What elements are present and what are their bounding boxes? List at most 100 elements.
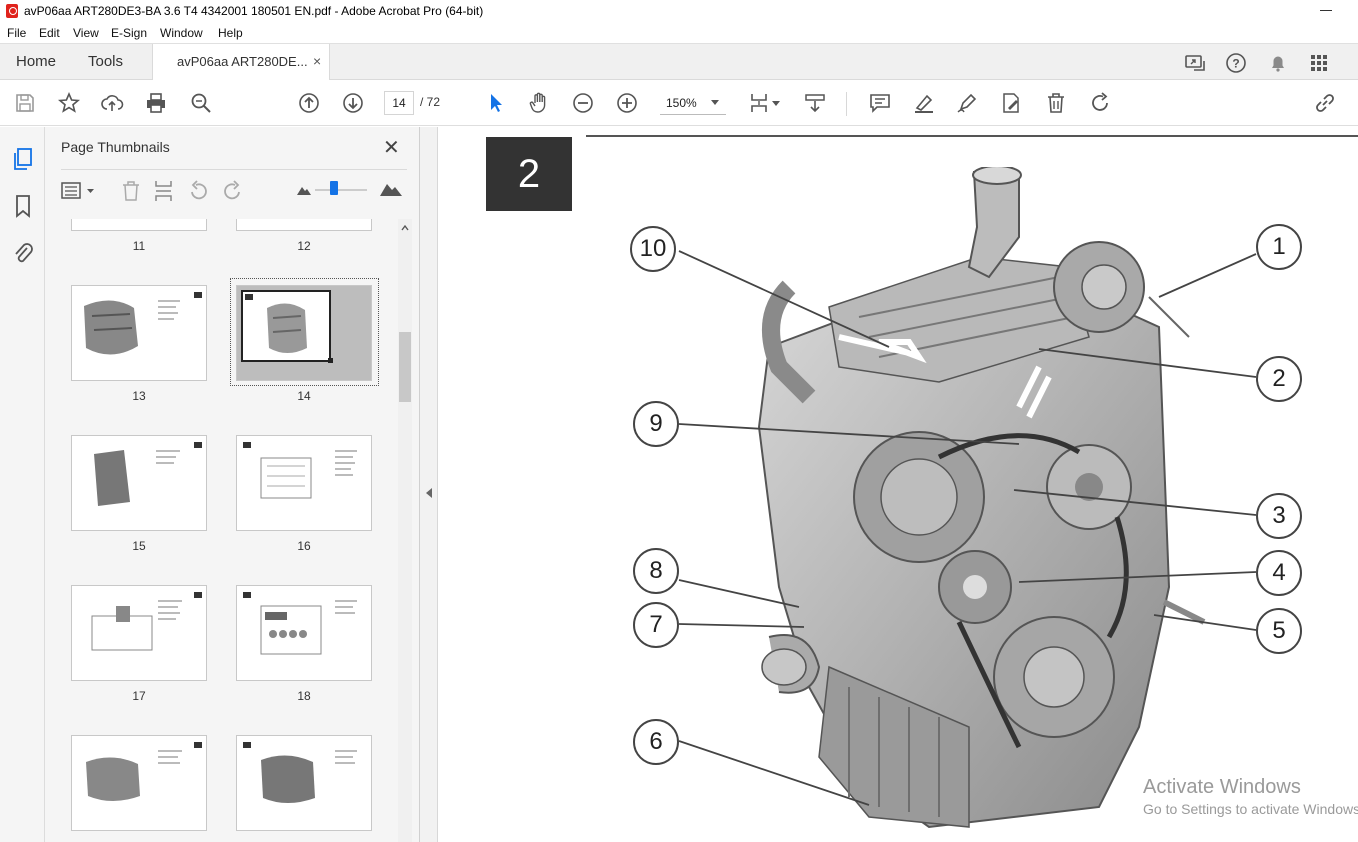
chevron-down-icon[interactable] xyxy=(711,100,719,105)
scroll-mode-icon[interactable] xyxy=(803,91,827,115)
select-cursor-icon[interactable] xyxy=(484,91,508,115)
delete-trash-icon[interactable] xyxy=(1044,91,1068,115)
draw-pen-icon[interactable] xyxy=(955,91,979,115)
activate-windows-subtitle: Go to Settings to activate Windows. xyxy=(1143,801,1358,817)
callout-3: 3 xyxy=(1256,493,1302,539)
thumbnail-number: 17 xyxy=(132,689,146,703)
thumbnail-size-slider-handle[interactable] xyxy=(330,181,338,195)
smaller-thumbnails-icon[interactable] xyxy=(296,183,312,197)
highlight-pen-icon[interactable] xyxy=(912,91,936,115)
thumbnail-viewport-box[interactable] xyxy=(241,290,331,362)
thumbnail-page-15[interactable] xyxy=(71,435,207,531)
menu-help[interactable]: Help xyxy=(218,26,243,40)
collapse-panel-icon[interactable] xyxy=(426,488,432,498)
thumbnail-page-20[interactable] xyxy=(236,735,372,831)
engine-thumbnail-image xyxy=(84,292,202,355)
tab-close-icon[interactable]: × xyxy=(313,53,322,69)
link-share-icon[interactable] xyxy=(1313,91,1337,115)
tab-home[interactable]: Home xyxy=(16,53,57,70)
panel-splitter[interactable] xyxy=(420,127,438,842)
chevron-down-icon[interactable] xyxy=(772,101,780,106)
menu-bar: File Edit View E-Sign Window Help xyxy=(0,22,1358,43)
zoom-in-icon[interactable] xyxy=(615,91,639,115)
diagram-thumbnail-image xyxy=(243,592,357,655)
tab-tools[interactable]: Tools xyxy=(88,53,124,70)
zoom-search-icon[interactable] xyxy=(189,91,213,115)
zoom-out-icon[interactable] xyxy=(571,91,595,115)
engine-thumbnail-image xyxy=(245,294,307,353)
panel-close-icon[interactable]: ✕ xyxy=(383,137,400,159)
delete-page-icon[interactable] xyxy=(120,179,142,203)
callout-1: 1 xyxy=(1256,224,1302,270)
rotate-icon[interactable] xyxy=(1088,91,1112,115)
attachments-paperclip-icon[interactable] xyxy=(12,240,34,264)
tab-document-label: avP06aa ART280DE... xyxy=(177,54,308,69)
rotate-clockwise-icon[interactable] xyxy=(221,179,243,203)
next-page-icon[interactable] xyxy=(341,91,365,115)
thumbnail-page-14[interactable] xyxy=(236,285,372,381)
callout-8: 8 xyxy=(633,548,679,594)
tab-bar: Home Tools avP06aa ART280DE... × ? xyxy=(0,43,1358,81)
page-fit-icon[interactable] xyxy=(748,91,772,115)
thumbnail-page-16[interactable] xyxy=(236,435,372,531)
callout-10: 10 xyxy=(630,226,676,272)
rotate-counterclockwise-icon[interactable] xyxy=(188,179,210,203)
page-thumbnails-panel: Page Thumbnails ✕ 11 12 xyxy=(45,127,420,842)
thumbnail-page-11[interactable] xyxy=(71,219,207,231)
menu-window[interactable]: Window xyxy=(160,26,203,40)
menu-file[interactable]: File xyxy=(7,26,27,40)
thumbnail-scrollbar-thumb[interactable] xyxy=(399,332,411,402)
diagram-thumbnail-image xyxy=(91,592,202,651)
left-navigation-rail xyxy=(0,127,45,842)
thumbnail-page-17[interactable] xyxy=(71,585,207,681)
thumbnail-page-13[interactable] xyxy=(71,285,207,381)
page-number-input[interactable]: 14 xyxy=(384,91,414,115)
save-icon[interactable] xyxy=(13,91,37,115)
insert-page-icon[interactable] xyxy=(153,179,175,203)
panel-divider xyxy=(61,169,407,170)
cloud-upload-icon[interactable] xyxy=(100,91,124,115)
thumbnail-number: 18 xyxy=(297,689,311,703)
svg-text:?: ? xyxy=(1232,57,1239,71)
main-toolbar: 14 / 72 150% xyxy=(0,80,1358,126)
minimize-button[interactable] xyxy=(1320,10,1332,11)
thumbnail-scrollbar[interactable] xyxy=(398,219,412,842)
thumbnail-page-19[interactable] xyxy=(71,735,207,831)
menu-edit[interactable]: Edit xyxy=(39,26,60,40)
thumbnail-number: 12 xyxy=(297,239,311,253)
previous-page-icon[interactable] xyxy=(297,91,321,115)
callout-7: 7 xyxy=(633,602,679,648)
print-icon[interactable] xyxy=(144,91,168,115)
toolbar-divider xyxy=(846,92,847,116)
callout-5: 5 xyxy=(1256,608,1302,654)
fill-sign-icon[interactable] xyxy=(999,91,1023,115)
thumbnail-size-slider[interactable] xyxy=(315,189,367,191)
callout-9: 9 xyxy=(633,401,679,447)
tab-document[interactable]: avP06aa ART280DE... × xyxy=(152,44,330,81)
thumbnail-options-icon[interactable] xyxy=(61,180,97,202)
title-bar: avP06aa ART280DE3-BA 3.6 T4 4342001 1805… xyxy=(0,0,1358,22)
thumbnail-list: 11 12 13 14 xyxy=(45,219,395,842)
menu-esign[interactable]: E-Sign xyxy=(111,26,148,40)
callout-6: 6 xyxy=(633,719,679,765)
thumbnail-page-18[interactable] xyxy=(236,585,372,681)
page-header-rule xyxy=(586,135,1358,137)
bookmark-star-icon[interactable] xyxy=(57,91,81,115)
apps-grid-icon[interactable] xyxy=(1308,52,1330,74)
share-screen-icon[interactable] xyxy=(1184,52,1206,74)
larger-thumbnails-icon[interactable] xyxy=(379,180,403,198)
bookmarks-icon[interactable] xyxy=(14,194,32,218)
thumbnail-page-12[interactable] xyxy=(236,219,372,231)
scroll-up-icon[interactable] xyxy=(401,224,409,232)
resize-handle[interactable] xyxy=(328,358,333,363)
thumbnail-number: 14 xyxy=(297,389,311,403)
zoom-level-select[interactable]: 150% xyxy=(660,91,726,115)
notification-bell-icon[interactable] xyxy=(1267,52,1289,74)
menu-view[interactable]: View xyxy=(73,26,99,40)
comment-icon[interactable] xyxy=(868,91,892,115)
document-view[interactable]: 2 xyxy=(439,127,1358,842)
help-icon[interactable]: ? xyxy=(1225,52,1247,74)
hand-tool-icon[interactable] xyxy=(527,91,551,115)
engine-thumbnail-image xyxy=(86,742,202,801)
page-thumbnails-icon[interactable] xyxy=(12,147,34,171)
